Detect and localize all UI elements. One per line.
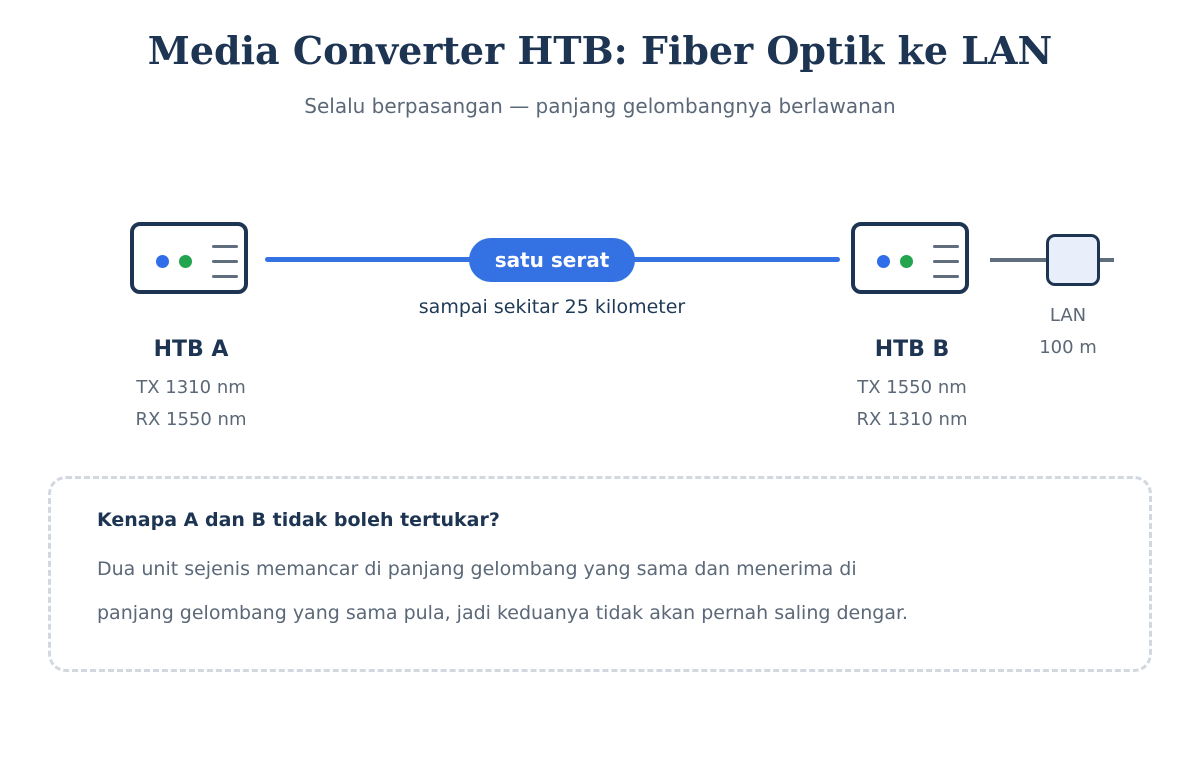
fiber-pill-label: satu serat — [469, 238, 635, 282]
vent-line-icon — [933, 260, 959, 263]
lan-port-icon — [1046, 234, 1100, 286]
vent-line-icon — [212, 260, 238, 263]
htb-b-name: HTB B — [874, 337, 950, 362]
note-body: Dua unit sejenis memancar di panjang gel… — [97, 547, 1057, 635]
htb-b-tx: TX 1550 nm — [857, 377, 967, 398]
status-led-green-icon — [179, 255, 192, 268]
status-led-blue-icon — [877, 255, 890, 268]
fiber-line-right — [631, 257, 840, 262]
lan-label: LAN — [1049, 305, 1087, 326]
explanation-note: Kenapa A dan B tidak boleh tertukar? Dua… — [48, 476, 1152, 672]
fiber-distance-caption: sampai sekitar 25 kilometer — [418, 296, 686, 318]
note-body-line: panjang gelombang yang sama pula, jadi k… — [97, 602, 909, 624]
page-title: Media Converter HTB: Fiber Optik ke LAN — [147, 28, 1053, 73]
htb-a-tx: TX 1310 nm — [136, 377, 246, 398]
lan-cable-stub — [1098, 258, 1114, 262]
lan-cable-line — [990, 258, 1048, 262]
fiber-line-left — [265, 257, 473, 262]
status-led-blue-icon — [156, 255, 169, 268]
note-title: Kenapa A dan B tidak boleh tertukar? — [97, 509, 500, 531]
vent-line-icon — [933, 245, 959, 248]
status-led-green-icon — [900, 255, 913, 268]
page-subtitle: Selalu berpasangan — panjang gelombangny… — [304, 94, 896, 118]
htb-a-name: HTB A — [153, 337, 229, 362]
note-body-line: Dua unit sejenis memancar di panjang gel… — [97, 558, 857, 580]
vent-line-icon — [212, 275, 238, 278]
vent-line-icon — [212, 245, 238, 248]
lan-distance: 100 m — [1039, 337, 1097, 358]
htb-a-device-icon — [130, 222, 248, 294]
htb-b-device-icon — [851, 222, 969, 294]
vent-line-icon — [933, 275, 959, 278]
htb-a-rx: RX 1550 nm — [135, 409, 247, 430]
htb-b-rx: RX 1310 nm — [856, 409, 968, 430]
